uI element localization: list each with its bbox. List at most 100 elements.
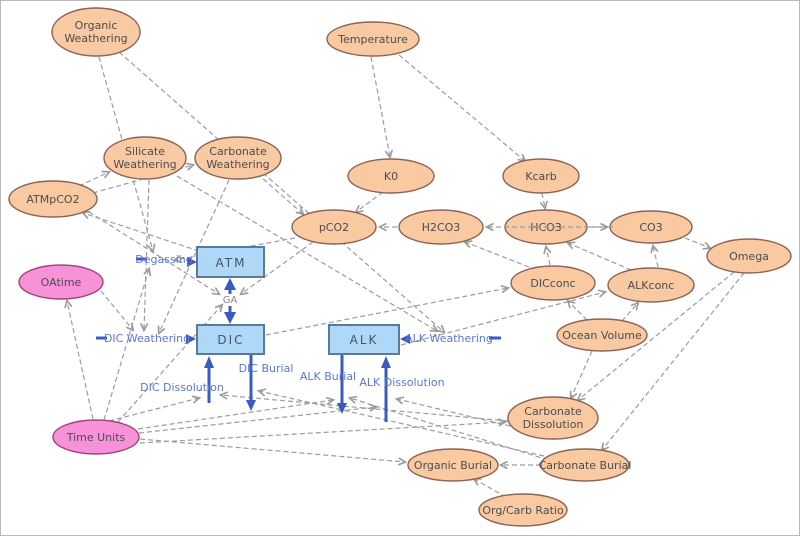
time-units-label: Time Units bbox=[66, 431, 126, 444]
flow-dic-weathering[interactable]: DIC Weathering bbox=[96, 332, 196, 345]
flow-label-alk-burial[interactable]: ALK Burial bbox=[300, 370, 356, 383]
link-alk-alkconc bbox=[400, 289, 608, 346]
degassing-arrowhead bbox=[187, 257, 197, 267]
link-dic-dicconc bbox=[265, 285, 511, 336]
alk-rect[interactable] bbox=[328, 324, 400, 355]
link-ocean-volume-carbonate-dissolution bbox=[569, 350, 593, 401]
node-temperature[interactable]: Temperature bbox=[326, 21, 420, 57]
node-pco2[interactable]: pCO2 bbox=[291, 209, 377, 245]
flow-label-alk-weathering[interactable]: ALK Weathering bbox=[405, 332, 493, 345]
node-carbonate-burial[interactable]: Carbonate Burial bbox=[539, 448, 632, 482]
oatime-ellipse[interactable] bbox=[18, 264, 104, 300]
organic-weathering-ellipse[interactable] bbox=[51, 7, 141, 57]
flow-label-dic-dissolution[interactable]: DIC Dissolution bbox=[140, 381, 224, 394]
converters: Organic Weathering Temperature Silicate … bbox=[8, 7, 792, 527]
node-k0[interactable]: K0 bbox=[347, 158, 435, 194]
node-omega[interactable]: Omega bbox=[706, 238, 792, 274]
dic-weathering-arrowhead bbox=[186, 334, 196, 344]
node-atmpco2[interactable]: ATMpCO2 bbox=[8, 180, 98, 218]
temperature-label: Temperature bbox=[337, 33, 408, 46]
stocks: ATM DIC ALK bbox=[196, 246, 400, 355]
node-alkconc[interactable]: ALKconc bbox=[607, 267, 695, 303]
flow-ga[interactable]: GA bbox=[223, 278, 238, 324]
dic-dissolution-arrowhead bbox=[204, 356, 214, 368]
carbonate-weathering-label-2: Weathering bbox=[206, 158, 269, 171]
ga-down-arrowhead bbox=[224, 312, 236, 324]
link-ocean-volume-alkconc bbox=[621, 301, 640, 322]
carbonate-weathering-ellipse[interactable] bbox=[194, 136, 282, 180]
node-kcarb[interactable]: Kcarb bbox=[502, 158, 580, 194]
node-oatime[interactable]: OAtime bbox=[18, 264, 104, 300]
temperature-ellipse[interactable] bbox=[326, 21, 420, 57]
atm-rect[interactable] bbox=[196, 246, 265, 278]
h2co3-label: H2CO3 bbox=[422, 221, 461, 234]
time-units-ellipse[interactable] bbox=[52, 419, 140, 455]
link-temperature-k0 bbox=[370, 56, 393, 160]
flow-label-alk-dissolution[interactable]: ALK Dissolution bbox=[359, 376, 444, 389]
flow-label-ga[interactable]: GA bbox=[223, 295, 238, 306]
carbonate-dissolution-ellipse[interactable] bbox=[507, 396, 599, 440]
stock-dic[interactable]: DIC bbox=[196, 324, 265, 355]
stock-atm[interactable]: ATM bbox=[196, 246, 265, 278]
omega-ellipse[interactable] bbox=[706, 238, 792, 274]
carbonate-dissolution-label-1: Carbonate bbox=[524, 405, 582, 418]
link-time-units-carbonate-dissolution bbox=[139, 418, 508, 444]
alkconc-ellipse[interactable] bbox=[607, 267, 695, 303]
stock-alk[interactable]: ALK bbox=[328, 324, 400, 355]
node-organic-weathering[interactable]: Organic Weathering bbox=[51, 7, 141, 57]
node-co3[interactable]: CO3 bbox=[609, 210, 693, 244]
link-silicate-weathering-alk-weathering bbox=[176, 175, 439, 333]
flow-dic-burial[interactable]: DIC Burial bbox=[239, 354, 294, 411]
flow-label-dic-weathering[interactable]: DIC Weathering bbox=[104, 332, 190, 345]
kcarb-ellipse[interactable] bbox=[502, 158, 580, 194]
link-atmpco2-silicate-weathering bbox=[78, 170, 112, 187]
node-h2co3[interactable]: H2CO3 bbox=[398, 209, 484, 245]
co3-label: CO3 bbox=[639, 221, 662, 234]
organic-burial-label: Organic Burial bbox=[414, 459, 492, 472]
carbonate-dissolution-label-2: Dissolution bbox=[523, 418, 584, 431]
flow-alk-burial[interactable]: ALK Burial bbox=[300, 354, 356, 414]
org-carb-ratio-label: Org/Carb Ratio bbox=[482, 504, 564, 517]
organic-weathering-label-1: Organic bbox=[75, 19, 118, 32]
alk-burial-arrowhead bbox=[337, 403, 347, 414]
link-time-units-dic-dissolution bbox=[108, 395, 202, 422]
flow-alk-weathering[interactable]: ALK Weathering bbox=[400, 332, 501, 345]
node-org-carb-ratio[interactable]: Org/Carb Ratio bbox=[478, 493, 568, 527]
link-carbonate-weathering-alk-weathering bbox=[262, 172, 446, 334]
atmpco2-ellipse[interactable] bbox=[8, 180, 98, 218]
oatime-label: OAtime bbox=[41, 276, 82, 289]
carbonate-burial-ellipse[interactable] bbox=[540, 448, 630, 482]
h2co3-ellipse[interactable] bbox=[398, 209, 484, 245]
k0-ellipse[interactable] bbox=[347, 158, 435, 194]
node-time-units[interactable]: Time Units bbox=[52, 419, 140, 455]
flow-alk-dissolution[interactable]: ALK Dissolution bbox=[359, 356, 445, 422]
dic-rect[interactable] bbox=[196, 324, 265, 355]
stock-label-dic: DIC bbox=[217, 333, 244, 347]
link-organic-weathering-pco2 bbox=[118, 51, 305, 216]
pco2-ellipse[interactable] bbox=[291, 209, 377, 245]
stock-label-alk: ALK bbox=[350, 333, 379, 347]
pco2-label: pCO2 bbox=[319, 221, 349, 234]
silicate-weathering-ellipse[interactable] bbox=[103, 136, 187, 180]
dicconc-ellipse[interactable] bbox=[510, 265, 596, 301]
node-dicconc[interactable]: DICconc bbox=[510, 265, 596, 301]
node-silicate-weathering[interactable]: Silicate Weathering bbox=[103, 136, 187, 180]
silicate-weathering-label-1: Silicate bbox=[125, 145, 165, 158]
flow-dic-dissolution[interactable]: DIC Dissolution bbox=[140, 356, 224, 403]
link-temperature-kcarb bbox=[398, 54, 527, 163]
silicate-weathering-label-2: Weathering bbox=[113, 158, 176, 171]
flow-label-degassing[interactable]: Degassing bbox=[135, 253, 192, 266]
link-time-units-oatime bbox=[64, 298, 94, 420]
node-carbonate-weathering[interactable]: Carbonate Weathering bbox=[194, 136, 282, 180]
ocean-volume-ellipse[interactable] bbox=[556, 318, 648, 352]
carbonate-burial-label: Carbonate Burial bbox=[539, 459, 632, 472]
flows: Degassing GA DIC Weathering DIC Burial D… bbox=[96, 253, 501, 422]
node-carbonate-dissolution[interactable]: Carbonate Dissolution bbox=[507, 396, 599, 440]
org-carb-ratio-ellipse[interactable] bbox=[478, 493, 568, 527]
flow-degassing[interactable]: Degassing bbox=[135, 253, 197, 267]
node-organic-burial[interactable]: Organic Burial bbox=[407, 448, 499, 482]
organic-burial-ellipse[interactable] bbox=[407, 448, 499, 482]
flow-label-dic-burial[interactable]: DIC Burial bbox=[239, 362, 294, 375]
node-ocean-volume[interactable]: Ocean Volume bbox=[556, 318, 648, 352]
omega-label: Omega bbox=[729, 250, 769, 263]
